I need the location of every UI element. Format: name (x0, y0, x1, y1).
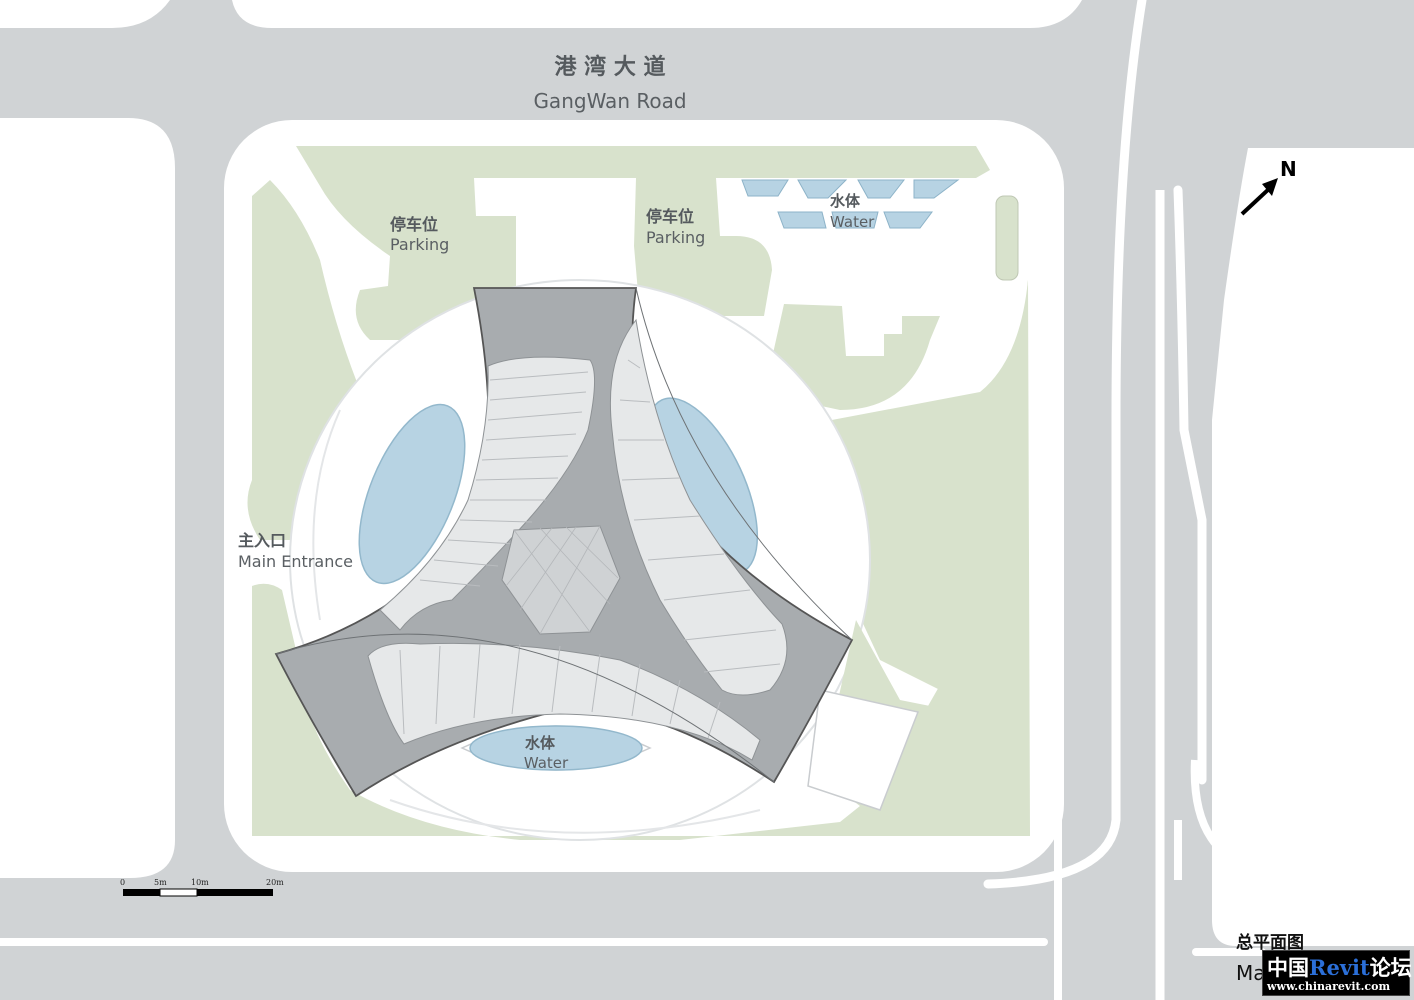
lane-line (1190, 759, 1271, 876)
water-pad (797, 179, 848, 199)
lawn-strip-east (995, 195, 1019, 281)
north-arrow-label: N (1280, 157, 1297, 181)
water-pad (831, 211, 879, 229)
roof-edge-line (635, 287, 853, 641)
block-left (0, 118, 175, 878)
scale-tick-10: 10m (191, 878, 209, 887)
watermark-text: 中国Revit论坛 (1267, 952, 1412, 982)
north-arrow-icon (1240, 178, 1278, 216)
plaza-ring-south (389, 799, 761, 834)
water-pond-west (358, 403, 466, 585)
block-right (1212, 148, 1414, 946)
lawn-west (247, 180, 360, 540)
lawn-east (790, 280, 1028, 708)
canopy-southeast (807, 689, 920, 811)
parking-right-label-cn: 停车位 (646, 207, 694, 226)
parking-left-label-en: Parking (390, 235, 449, 254)
roof-edge-line (275, 633, 775, 783)
road-label-cn: 港 湾 大 道 (555, 54, 666, 80)
entrance-label-en: Main Entrance (238, 552, 353, 571)
water-north-label-cn: 水体 (830, 192, 861, 210)
entrance-label-cn: 主入口 (238, 531, 286, 550)
glass-grid (505, 525, 619, 635)
roof-louvers (399, 359, 781, 739)
watermark-part1: 中国 (1267, 955, 1309, 980)
watermark-logo: 中国Revit论坛 www.chinarevit.com (1262, 950, 1412, 996)
roof-panel-south (367, 642, 761, 761)
scale-tick-20: 20m (266, 878, 284, 887)
parking-left-label-cn: 停车位 (390, 215, 438, 234)
scale-tick-0: 0 (120, 878, 125, 887)
block-top-left (0, 0, 170, 28)
water-pad (857, 179, 906, 199)
watermark-part3: 论坛 (1369, 955, 1412, 980)
watermark-part2: Revit (1309, 955, 1370, 980)
roof-panel-east (609, 318, 788, 696)
water-north-label-en: Water (830, 213, 875, 231)
water-south-label-cn: 水体 (525, 734, 556, 752)
lane-line (983, 0, 1147, 889)
scale-tick-5: 5m (154, 878, 167, 887)
water-pad (913, 179, 960, 199)
lawn-north (296, 146, 990, 340)
water-pad (741, 179, 789, 197)
drawing-title-en: Ma (1236, 961, 1266, 985)
lane-line (1173, 185, 1207, 785)
watermark-url: www.chinarevit.com (1267, 980, 1391, 993)
block-top-center (232, 0, 1082, 28)
parking-right-label-en: Parking (646, 228, 705, 247)
water-pad (777, 211, 827, 229)
roof-panel-north (379, 356, 596, 631)
water-pond-south-inner (469, 725, 643, 771)
road-label-en: GangWan Road (533, 89, 686, 113)
water-south-label-en: Water (524, 754, 569, 772)
plaza-ring-west (312, 409, 341, 621)
water-pad (883, 211, 933, 229)
scale-bar (123, 888, 273, 897)
drawing-title-cn: 总平面图 (1236, 932, 1304, 953)
